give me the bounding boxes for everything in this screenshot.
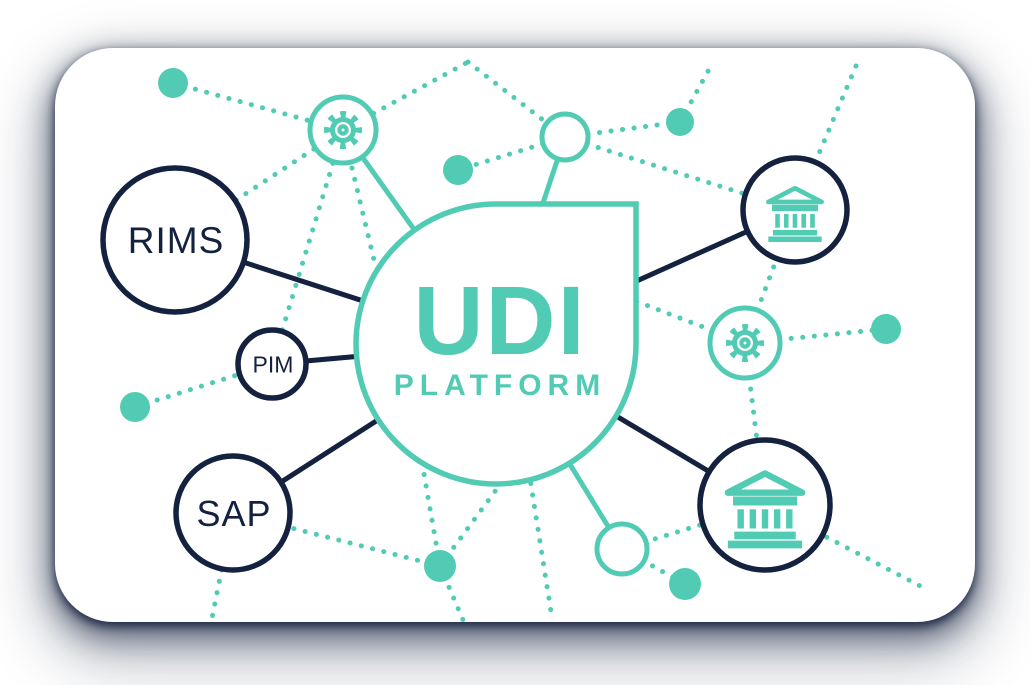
connector-dot [666,108,694,136]
platform-title: UDI [413,266,587,375]
node-label-rims: RIMS [127,220,225,261]
connector-dot [158,68,188,98]
connector-dot [871,314,901,344]
node-label-sap: SAP [196,493,272,534]
hub-node-top [539,111,591,163]
gear-node-top-left [307,94,379,166]
platform-subtitle: PLATFORM [393,369,607,402]
connector-dot [443,155,473,185]
node-pim [235,327,309,401]
hub-node-bottom [594,521,650,577]
gear-node-middle-right [707,305,783,381]
network-dots [120,68,901,600]
node-label-pim: PIM [252,351,294,378]
node-sap [173,453,293,573]
connector-dot [424,550,456,582]
connector-dot [120,392,150,422]
node-rims [100,165,250,315]
udi-platform-drop [353,201,639,487]
connector-dot [669,568,701,600]
